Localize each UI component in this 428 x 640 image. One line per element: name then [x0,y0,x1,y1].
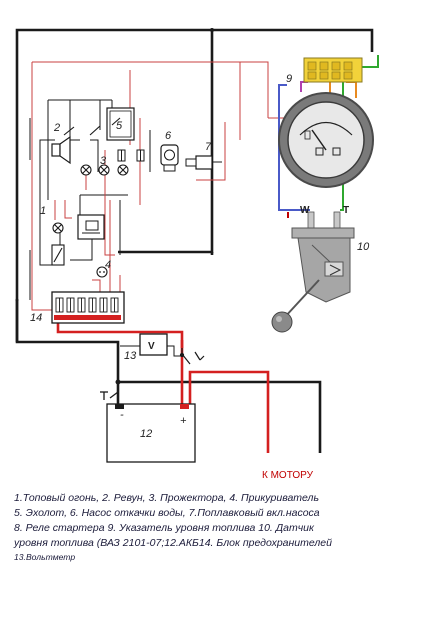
spotlight-lamps [80,164,129,176]
label-10: 10 [357,241,370,253]
legend: 1.Топовый огонь, 2. Ревун, 3. Прожектора… [14,491,424,564]
ground-switch [100,391,119,400]
label-6: 6 [165,130,172,142]
label-7: 7 [205,141,212,153]
legend-line-1: 1.Топовый огонь, 2. Ревун, 3. Прожектора… [14,492,319,504]
battery-minus: - [120,409,124,421]
black-ground-wires [15,28,374,453]
starter-relay [77,214,105,240]
label-9: 9 [286,73,292,85]
label-t: T [343,205,349,216]
legend-line-2: 5. Эхолот, 6. Насос откачки воды, 7.Попл… [14,507,320,519]
fuel-sender: 10 W T [271,205,370,333]
echo-sounder: 5 [106,107,135,141]
voltmeter-symbol: V [148,341,155,352]
fuse-block [51,291,125,324]
wiring-diagram: 5 [15,28,379,481]
label-12: 12 [140,428,152,440]
inline-fuses [117,149,145,162]
label-5: 5 [116,120,123,132]
legend-line-4: уровня топлива (ВАЗ 2101-07;12.АКБ14. Бл… [14,537,332,549]
label-1: 1 [40,205,46,217]
junctions [15,28,214,385]
battery-plus: + [180,415,187,427]
thin-red-wires [31,61,285,311]
switches [63,117,121,136]
mast-light [51,222,65,266]
label-14: 14 [30,312,42,324]
label-3: 3 [100,155,107,167]
label-4: 4 [105,259,111,271]
legend-line-3: 8. Реле стартера 9. Указатель уровня топ… [14,522,314,534]
bilge-pump [160,144,179,172]
float-switch [185,155,222,170]
legend-line-5: 13.Вольтметр [14,552,76,562]
cigarette-lighter [96,266,108,278]
voltmeter: V [120,333,182,357]
battery: - + 12 [106,403,196,463]
label-13: 13 [124,350,137,362]
fuel-gauge: 9 [278,57,374,188]
label-w: W [300,205,310,216]
to-motor-label: К МОТОРУ [262,470,314,481]
label-2: 2 [53,122,60,134]
main-switch [179,348,205,365]
horn [51,135,71,165]
thin-black-wires [29,99,151,300]
